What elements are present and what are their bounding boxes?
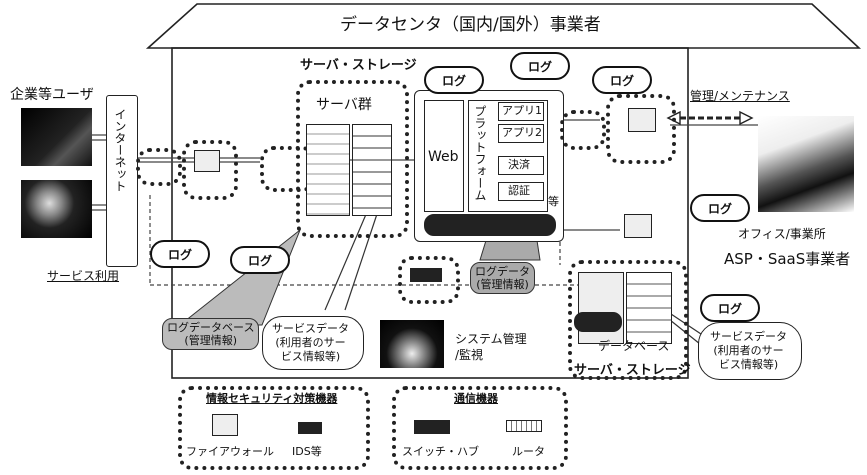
settlement-label: 決済 <box>508 158 530 171</box>
log-bubble-6: ログ <box>690 194 750 222</box>
office-photo <box>758 116 854 212</box>
system-mgmt-line2: /監視 <box>455 347 484 362</box>
switch-group-center <box>398 256 460 304</box>
users-label: 企業等ユーザ <box>10 87 94 103</box>
system-mgmt-photo <box>380 320 444 368</box>
log-db-center-line2: (管理情報) <box>476 278 529 292</box>
system-mgmt-line1: システム管理 <box>455 332 527 346</box>
user-photo-top <box>21 108 92 166</box>
service-data-mid-text: サービスデータ (利用者のサー ビス情報等) <box>272 322 349 363</box>
firewall-group-right <box>606 94 676 164</box>
db-server-box <box>568 260 688 380</box>
user-photo-bottom <box>21 180 92 238</box>
legend-comm-title: 通信機器 <box>454 392 498 405</box>
internet-label: インターネット <box>113 108 127 192</box>
mgmt-pc-icon <box>628 108 656 132</box>
service-data-right-line3: ビス情報等) <box>718 357 779 371</box>
service-data-mid-line1: サービスデータ <box>272 322 349 335</box>
internet-cloud <box>106 95 138 267</box>
server-storage-bottom-label: サーバ・ストレージ <box>574 363 691 378</box>
server-rack-left <box>306 124 350 216</box>
server-storage-top-label: サーバ・ストレージ <box>300 58 417 73</box>
legend-ids: IDS等 <box>292 445 322 458</box>
log-db-label-left: ログデータベース (管理情報) <box>162 318 260 351</box>
switch-hub-icon <box>414 420 450 434</box>
etc-label: 等 <box>548 195 559 208</box>
server-rack-right <box>352 124 392 216</box>
maintenance-arrow <box>666 110 754 126</box>
legend-switch-hub: スイッチ・ハブ <box>402 445 479 458</box>
switch-group-right <box>560 110 606 150</box>
web-box <box>424 100 464 212</box>
legend-comm-box <box>392 386 568 470</box>
log-bubble-4: ログ <box>150 240 210 268</box>
firewall-group-entry <box>182 140 238 200</box>
log-bubble-7: ログ <box>700 294 760 322</box>
storage-disk <box>424 214 556 236</box>
db-pc-icon <box>624 214 652 238</box>
firewall-icon <box>212 414 238 436</box>
router-group-entry <box>136 148 182 186</box>
firewall-pc-icon <box>194 150 220 172</box>
legend-security-title: 情報セキュリティ対策機器 <box>206 392 338 405</box>
service-data-mid-line2: (利用者のサー <box>275 335 346 349</box>
log-db-left-line1: ログデータベース <box>167 321 255 334</box>
service-use-label: サービス利用 <box>47 269 120 283</box>
log-bubble-1: ログ <box>424 66 484 94</box>
db-disk <box>574 312 622 332</box>
app2-box <box>498 124 544 143</box>
app2-label: アプリ2 <box>502 126 542 139</box>
legend-security-box <box>178 386 370 470</box>
auth-box <box>498 182 544 201</box>
legend-firewall: ファイアウォール <box>186 445 274 458</box>
log-bubble-5: ログ <box>230 246 290 274</box>
service-data-right-text: サービスデータ (利用者のサー ビス情報等) <box>710 330 787 371</box>
db-rack-left <box>578 272 624 344</box>
service-data-mid-line3: ビス情報等) <box>280 349 341 363</box>
service-data-callout-mid <box>262 316 364 370</box>
app1-label: アプリ1 <box>502 104 542 117</box>
log-bubble-2: ログ <box>510 52 570 80</box>
legend-router: ルータ <box>512 445 545 458</box>
asp-label: ASP・SaaS事業者 <box>724 250 851 268</box>
server-group-box <box>296 80 409 238</box>
router-icon <box>506 420 542 432</box>
auth-label: 認証 <box>508 184 530 197</box>
office-label: オフィス/事業所 <box>738 227 826 241</box>
ids-icon <box>298 422 322 434</box>
system-mgmt-text: システム管理 /監視 <box>455 332 527 363</box>
db-rack-right <box>626 272 672 344</box>
service-data-right-line1: サービスデータ <box>710 330 787 343</box>
log-db-center-line1: ログデータ <box>475 265 530 278</box>
settlement-box <box>498 156 544 175</box>
switch-icon-center <box>410 268 442 282</box>
app1-box <box>498 102 544 121</box>
service-data-callout-right <box>698 322 802 380</box>
log-db-label-center: ログデータ (管理情報) <box>470 262 535 295</box>
log-bubble-3: ログ <box>592 66 652 94</box>
database-label: データベース <box>598 339 670 353</box>
log-db-left-line2: (管理情報) <box>184 334 238 348</box>
service-data-right-line2: (利用者のサー <box>713 343 784 357</box>
maintenance-label: 管理/メンテナンス <box>690 89 790 103</box>
server-group-label: サーバ群 <box>316 97 372 113</box>
web-label: Web <box>428 149 459 165</box>
header-title: データセンタ（国内/国外）事業者 <box>340 15 601 35</box>
platform-label: プラットフォーム <box>473 105 487 201</box>
